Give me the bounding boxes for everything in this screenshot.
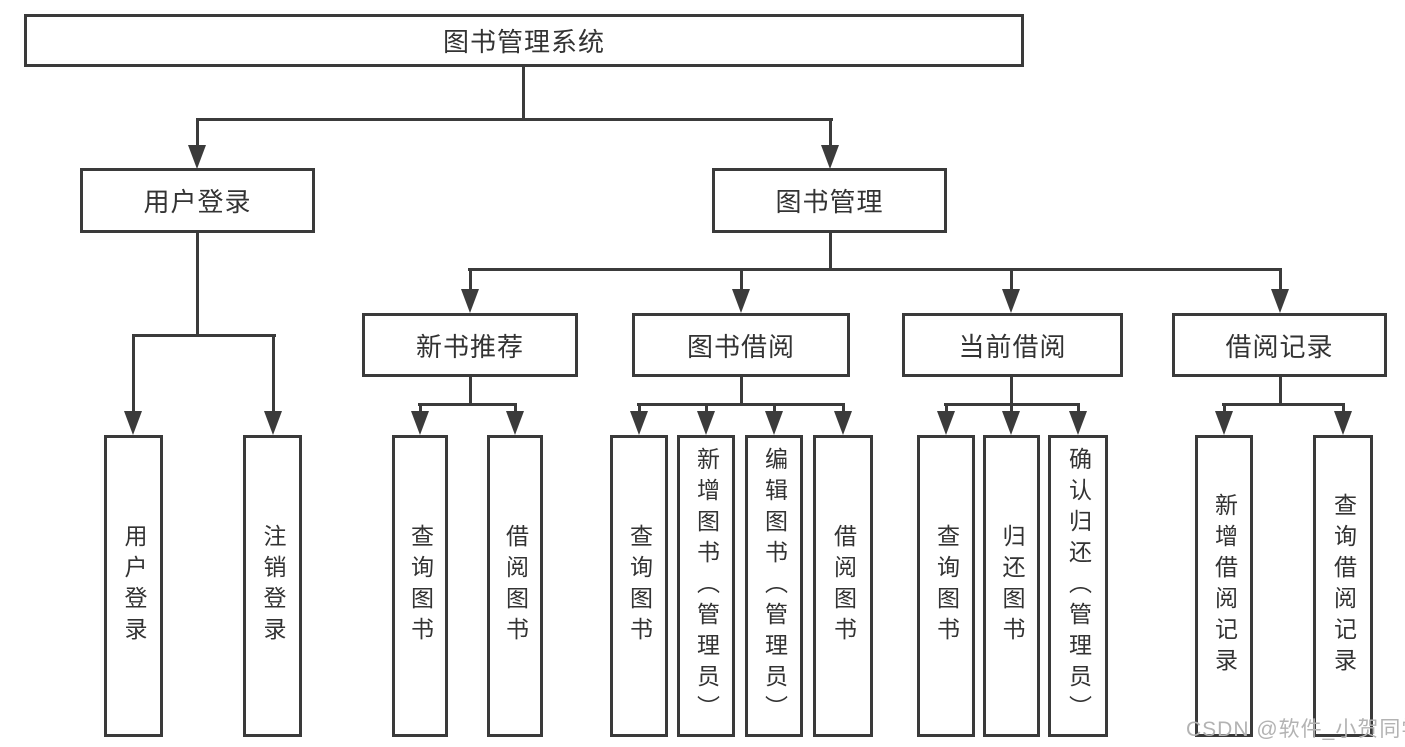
arrowhead-icon	[834, 411, 852, 435]
connector-stem	[1010, 403, 1013, 413]
node-label: 图书管理系统	[442, 27, 605, 57]
arrowhead-icon	[1334, 411, 1352, 435]
connector-stem	[842, 403, 845, 413]
arrowhead-icon	[1271, 289, 1289, 313]
node-label: 注销登录	[260, 524, 286, 648]
node-label: 新增借阅记录	[1211, 493, 1238, 679]
node-label: 查询图书	[933, 524, 960, 648]
connector-l2-hline	[468, 268, 1282, 271]
connector-stem	[638, 403, 641, 413]
node-user-login: 用户登录	[80, 168, 315, 233]
leaf-add-borrow-record: 新增借阅记录	[1195, 435, 1253, 737]
connector-stem	[740, 268, 743, 291]
arrowhead-icon	[1002, 411, 1020, 435]
arrowhead-icon	[124, 411, 142, 435]
connector-hline	[132, 334, 276, 337]
connector-stem	[132, 334, 135, 413]
leaf-query-books-recommend: 查询图书	[392, 435, 448, 737]
connector-stem	[740, 377, 743, 406]
node-borrowing-records: 借阅记录	[1172, 313, 1387, 377]
connector-hline	[418, 403, 517, 406]
node-label: 新书推荐	[415, 331, 524, 362]
connector-stem	[829, 232, 832, 270]
node-label: 图书管理	[775, 187, 884, 217]
node-label: 当前借阅	[958, 331, 1067, 362]
connector-stem	[1010, 377, 1013, 406]
connector-stem	[196, 232, 199, 336]
connector-stem	[1223, 403, 1226, 413]
leaf-edit-books-admin: 编辑图书（管理员）	[745, 435, 803, 737]
leaf-query-borrow-record: 查询借阅记录	[1313, 435, 1373, 737]
arrowhead-icon	[1069, 411, 1087, 435]
connector-stem	[196, 118, 199, 147]
arrowhead-icon	[765, 411, 783, 435]
arrowhead-icon	[461, 289, 479, 313]
connector-hline	[1222, 403, 1345, 406]
arrowhead-icon	[697, 411, 715, 435]
connector-l1-hline	[196, 118, 833, 121]
arrowhead-icon	[1215, 411, 1233, 435]
leaf-query-books-current: 查询图书	[917, 435, 975, 737]
connector-stem	[1342, 403, 1345, 413]
connector-stem	[1077, 403, 1080, 413]
arrowhead-icon	[1002, 289, 1020, 313]
leaf-add-books-admin: 新增图书（管理员）	[677, 435, 735, 737]
node-label: 新增图书（管理员）	[693, 446, 720, 726]
node-label: 编辑图书（管理员）	[761, 446, 788, 726]
connector-stem	[1010, 268, 1013, 291]
arrowhead-icon	[411, 411, 429, 435]
arrowhead-icon	[732, 289, 750, 313]
node-label: 用户登录	[143, 187, 252, 217]
connector-stem	[705, 403, 708, 413]
node-book-borrowing: 图书借阅	[632, 313, 850, 377]
node-label: 查询借阅记录	[1330, 493, 1357, 679]
node-label: 查询图书	[407, 524, 434, 648]
leaf-user-login: 用户登录	[104, 435, 163, 737]
node-current-borrowing: 当前借阅	[902, 313, 1123, 377]
connector-stem	[469, 377, 472, 406]
leaf-confirm-return-admin: 确认归还（管理员）	[1048, 435, 1108, 737]
node-label: 确认归还（管理员）	[1065, 446, 1092, 726]
node-label: 借阅图书	[830, 524, 857, 648]
arrowhead-icon	[264, 411, 282, 435]
leaf-query-books-borrowing: 查询图书	[610, 435, 668, 737]
node-label: 图书借阅	[686, 331, 795, 362]
arrowhead-icon	[630, 411, 648, 435]
node-label: 用户登录	[121, 524, 147, 648]
connector-stem	[514, 403, 517, 413]
connector-stem	[1279, 377, 1282, 406]
node-label: 借阅记录	[1225, 331, 1334, 362]
connector-stem	[272, 334, 275, 413]
connector-stem	[829, 118, 832, 147]
leaf-borrow-books-recommend: 借阅图书	[487, 435, 543, 737]
node-book-management: 图书管理	[712, 168, 947, 233]
leaf-return-books: 归还图书	[983, 435, 1040, 737]
arrowhead-icon	[821, 145, 839, 169]
arrowhead-icon	[188, 145, 206, 169]
node-library-management-system: 图书管理系统	[24, 14, 1024, 67]
watermark: CSDN @软件_小贺同学	[1186, 718, 1405, 741]
connector-stem	[1279, 268, 1282, 291]
leaf-logout: 注销登录	[243, 435, 302, 737]
connector-stem	[469, 268, 472, 291]
connector-hline	[637, 403, 845, 406]
node-label: 借阅图书	[502, 524, 529, 648]
arrowhead-icon	[506, 411, 524, 435]
node-new-book-recommend: 新书推荐	[362, 313, 578, 377]
connector-stem	[945, 403, 948, 413]
arrowhead-icon	[937, 411, 955, 435]
node-label: 查询图书	[626, 524, 653, 648]
leaf-borrow-books: 借阅图书	[813, 435, 873, 737]
connector-stem	[419, 403, 422, 413]
connector-root-stem	[522, 67, 525, 120]
node-label: 归还图书	[999, 524, 1025, 648]
connector-stem	[773, 403, 776, 413]
